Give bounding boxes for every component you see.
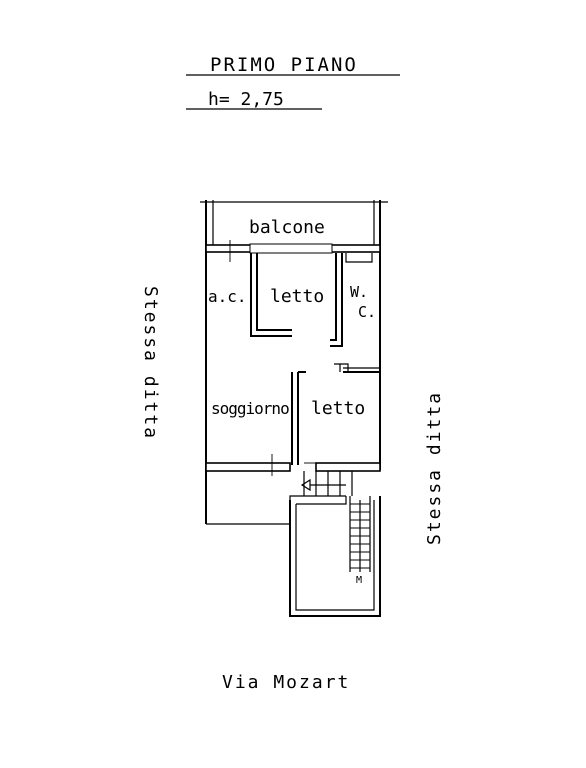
room-label-wc-2: C. xyxy=(358,303,376,321)
plan-header: PRIMO PIANO h= 2,75 xyxy=(186,54,400,110)
room-label-letto-top: letto xyxy=(270,286,324,307)
balcony-wall xyxy=(205,240,381,262)
room-label-ac: a.c. xyxy=(208,287,247,306)
room-label-soggiorno: soggiorno xyxy=(211,399,289,418)
room-labels: balcone a.c. letto W. C. soggiorno letto xyxy=(208,217,376,419)
neighbour-label-left: Stessa ditta xyxy=(140,286,161,440)
room-label-wc-1: W. xyxy=(350,283,368,301)
street-label: Via Mozart xyxy=(222,672,350,693)
bedroom-bottom-walls xyxy=(291,367,380,465)
staircase: M xyxy=(300,471,371,586)
bedroom-top-walls xyxy=(250,253,343,347)
floor-title: PRIMO PIANO xyxy=(210,54,358,76)
ceiling-height-label: h= 2,75 xyxy=(208,89,284,110)
neighbour-label-right: Stessa ditta xyxy=(424,391,445,545)
wc-walls xyxy=(334,253,373,372)
room-label-balcone: balcone xyxy=(249,217,325,238)
stair-enclosure xyxy=(206,495,381,617)
stair-mark: M xyxy=(356,575,362,586)
room-label-letto-bottom: letto xyxy=(311,398,365,419)
lower-wall xyxy=(205,454,381,476)
